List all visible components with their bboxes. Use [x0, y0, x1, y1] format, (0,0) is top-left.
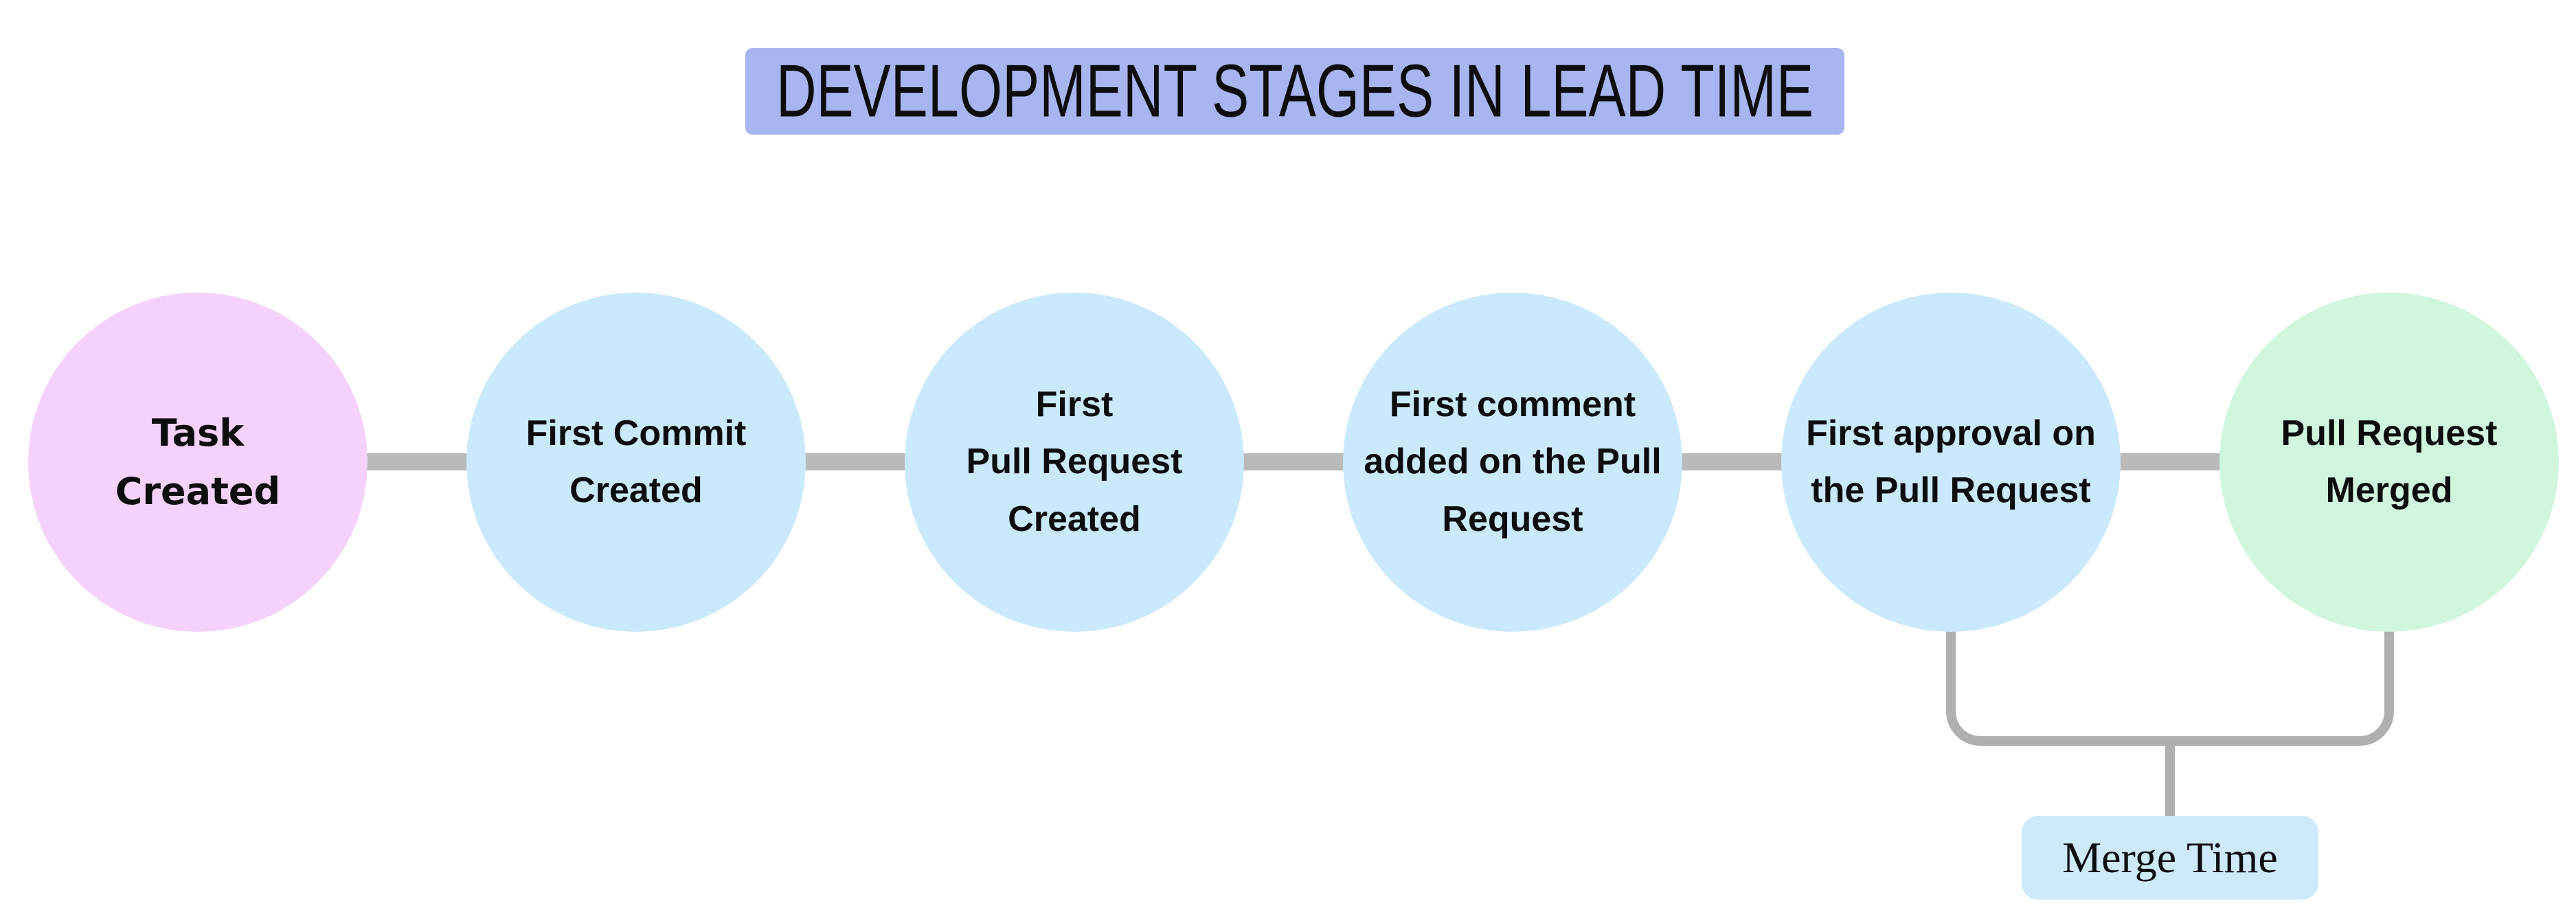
- merge-time-badge: Merge Time: [2022, 816, 2318, 900]
- connector-line-1: [359, 453, 475, 470]
- merge-time-bracket-stem: [2165, 740, 2175, 819]
- connector-line-5: [2112, 453, 2228, 470]
- stage-pull-request-merged-label: Pull Request Merged: [2281, 413, 2498, 510]
- merge-time-bracket: [1946, 626, 2394, 746]
- stage-pull-request-merged: Pull Request Merged: [2219, 293, 2559, 632]
- stage-task-created: Task Created: [28, 293, 368, 632]
- stage-first-pull-request-created-label: First Pull Request Created: [966, 385, 1183, 539]
- connector-line-3: [1236, 453, 1351, 470]
- title-text: DEVELOPMENT STAGES IN LEAD TIME: [776, 49, 1814, 133]
- merge-time-label: Merge Time: [2062, 833, 2278, 882]
- stage-first-comment-added: First comment added on the Pull Request: [1343, 293, 1682, 632]
- stage-first-pull-request-created: First Pull Request Created: [905, 293, 1244, 632]
- connector-line-4: [1674, 453, 1789, 470]
- stage-first-approval-label: First approval on the Pull Request: [1806, 413, 2096, 510]
- title-banner: DEVELOPMENT STAGES IN LEAD TIME: [745, 48, 1844, 135]
- stage-first-comment-added-label: First comment added on the Pull Request: [1364, 385, 1662, 539]
- stage-first-approval: First approval on the Pull Request: [1781, 293, 2121, 632]
- stage-first-commit-created-label: First Commit Created: [526, 413, 747, 510]
- stage-first-commit-created: First Commit Created: [466, 293, 806, 632]
- stage-task-created-label: Task Created: [115, 411, 281, 513]
- connector-line-2: [798, 453, 913, 470]
